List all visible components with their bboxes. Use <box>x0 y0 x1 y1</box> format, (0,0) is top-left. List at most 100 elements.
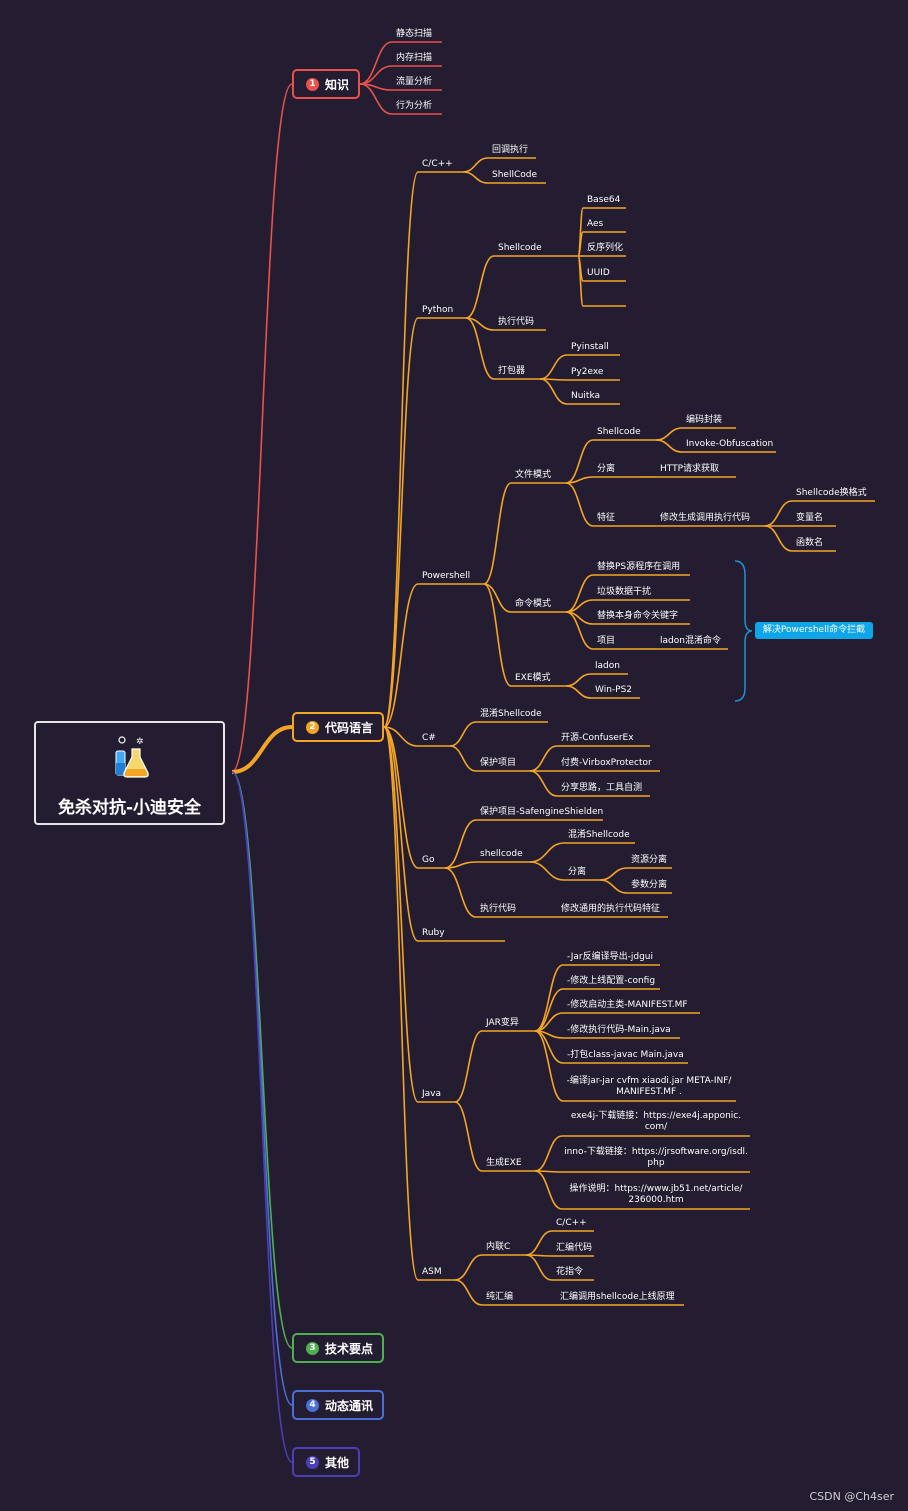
svg-text:✲: ✲ <box>136 737 144 747</box>
python-shellcode-item[interactable]: UUID <box>587 268 610 278</box>
csharp-protect[interactable]: 保护项目 <box>480 758 517 768</box>
asm-inline-item[interactable]: C/C++ <box>556 1218 587 1228</box>
java-exe-item[interactable]: exe4j-下载链接：https://exe4j.apponic. com/ <box>570 1111 742 1132</box>
edge <box>539 354 568 380</box>
ps-file-feature-item[interactable]: 变量名 <box>796 513 824 523</box>
go-exec[interactable]: 执行代码 <box>480 904 517 914</box>
edge <box>231 771 293 1349</box>
edge <box>534 1135 563 1172</box>
lang-cpp[interactable]: C/C++ <box>422 159 453 169</box>
cpp-item[interactable]: 回调执行 <box>492 145 529 155</box>
python-packer-item[interactable]: Pyinstall <box>571 342 609 352</box>
ps-file-feature-item[interactable]: 函数名 <box>796 538 824 548</box>
ps-file-shellcode-item[interactable]: 编码封装 <box>686 415 723 425</box>
ps-cmd-item[interactable]: 替换PS源程序在调用 <box>597 562 681 572</box>
lang-ruby[interactable]: Ruby <box>422 928 445 938</box>
ps-file-separate[interactable]: 分离 <box>597 464 616 474</box>
knowledge-item[interactable]: 静态扫描 <box>396 29 433 39</box>
powershell-callout[interactable]: 解决Powershell命令拦截 <box>755 622 873 639</box>
go-separate-item[interactable]: 参数分离 <box>631 880 668 890</box>
python-shellcode-item[interactable]: Aes <box>587 219 604 229</box>
java-jar-item[interactable]: -修改执行代码-Main.java <box>567 1025 671 1035</box>
edge <box>525 1230 553 1256</box>
edge <box>577 255 584 307</box>
ps-file-shellcode-item[interactable]: Invoke-Obfuscation <box>686 439 774 449</box>
ps-exe-item[interactable]: ladon <box>595 661 620 671</box>
java-jar-item[interactable]: -编译jar-jar cvfm xiaodi.jar META-INF/ MAN… <box>566 1076 732 1097</box>
ps-file-mode[interactable]: 文件模式 <box>515 470 552 480</box>
python-packer[interactable]: 打包器 <box>498 366 526 376</box>
edge <box>565 611 594 650</box>
go-separate[interactable]: 分离 <box>568 867 587 877</box>
knowledge-item[interactable]: 内存扫描 <box>396 53 433 63</box>
asm-pure-item[interactable]: 汇编调用shellcode上线原理 <box>560 1292 675 1302</box>
lang-csharp[interactable]: C# <box>422 733 436 743</box>
edge <box>655 427 683 441</box>
asm-pure[interactable]: 纯汇编 <box>486 1292 514 1302</box>
csharp-protect-item[interactable]: 付费-VirboxProtector <box>561 758 652 768</box>
ps-file-feature[interactable]: 特征 <box>597 513 616 523</box>
python-shellcode-item[interactable]: Base64 <box>587 195 621 205</box>
lang-python[interactable]: Python <box>422 305 454 315</box>
java-exe[interactable]: 生成EXE <box>486 1158 522 1168</box>
edge <box>449 745 477 772</box>
edge <box>444 861 477 869</box>
ps-cmd-item[interactable]: 替换本身命令关键字 <box>597 611 679 621</box>
python-packer-item[interactable]: Nuitka <box>571 391 601 401</box>
callout-bracket <box>734 560 753 702</box>
ps-cmd-project[interactable]: 项目 <box>597 636 616 646</box>
lang-go[interactable]: Go <box>422 855 435 865</box>
java-exe-item[interactable]: inno-下载链接：https://jrsoftware.org/isdl. p… <box>564 1147 748 1168</box>
root-node[interactable]: ✲ 免杀对抗-小迪安全 <box>34 721 225 825</box>
python-exec[interactable]: 执行代码 <box>498 317 535 327</box>
ps-file-separate-item[interactable]: HTTP请求获取 <box>660 464 720 474</box>
go-shellcode-obf[interactable]: 混淆Shellcode <box>568 830 630 840</box>
java-jar-item[interactable]: -Jar反编译导出-jdgui <box>567 952 653 962</box>
edge <box>383 726 419 747</box>
ps-cmd-mode[interactable]: 命令模式 <box>515 599 552 609</box>
ps-file-feature-sub[interactable]: 修改生成调用执行代码 <box>660 513 751 523</box>
asm-inline-item[interactable]: 汇编代码 <box>556 1243 593 1253</box>
go-exec-item[interactable]: 修改通用的执行代码特征 <box>561 904 661 914</box>
java-jar[interactable]: JAR变异 <box>486 1018 519 1028</box>
csharp-protect-item[interactable]: 开源-ConfuserEx <box>561 733 634 743</box>
knowledge-item[interactable]: 行为分析 <box>396 101 433 111</box>
edge <box>483 583 512 687</box>
asm-inline-item[interactable]: 花指令 <box>556 1267 584 1277</box>
python-shellcode-item[interactable]: 反序列化 <box>587 243 624 253</box>
edge <box>764 525 793 552</box>
ps-cmd-item[interactable]: 垃圾数据干扰 <box>597 587 652 597</box>
go-separate-item[interactable]: 资源分离 <box>631 855 668 865</box>
edge <box>383 726 419 1281</box>
asm-inline[interactable]: 内联C <box>486 1242 511 1252</box>
ps-exe-item[interactable]: Win-PS2 <box>595 685 633 695</box>
csharp-protect-item[interactable]: 分享思路，工具自测 <box>561 783 643 793</box>
csharp-obf[interactable]: 混淆Shellcode <box>480 709 542 719</box>
ps-file-shellcode[interactable]: Shellcode <box>597 427 641 437</box>
ps-file-feature-item[interactable]: Shellcode换格式 <box>796 488 867 498</box>
go-shellcode[interactable]: shellcode <box>480 849 523 859</box>
lang-java[interactable]: Java <box>422 1089 442 1099</box>
edge <box>539 378 568 405</box>
edge <box>444 819 477 869</box>
watermark: CSDN @Ch4ser <box>809 1490 894 1503</box>
go-protect[interactable]: 保护项目-SafengineShielden <box>480 807 604 817</box>
edge <box>231 771 293 1406</box>
java-jar-item[interactable]: -修改上线配置-config <box>567 976 656 986</box>
python-shellcode[interactable]: Shellcode <box>498 243 542 253</box>
python-packer-item[interactable]: Py2exe <box>571 367 604 377</box>
ps-cmd-project-item[interactable]: ladon混淆命令 <box>660 636 721 646</box>
lang-asm[interactable]: ASM <box>422 1267 442 1277</box>
edge <box>565 685 592 699</box>
edge <box>529 842 565 863</box>
edge <box>565 439 594 484</box>
knowledge-item[interactable]: 流量分析 <box>396 77 433 87</box>
root-title: 免杀对抗-小迪安全 <box>57 798 202 818</box>
java-jar-item[interactable]: -修改启动主类-MANIFEST.MF <box>567 1000 688 1010</box>
cpp-item[interactable]: ShellCode <box>492 170 537 180</box>
ps-exe-mode[interactable]: EXE模式 <box>515 673 551 683</box>
lang-powershell[interactable]: Powershell <box>422 571 471 581</box>
java-exe-item[interactable]: 操作说明：https://www.jb51.net/article/ 23600… <box>569 1184 743 1205</box>
java-jar-item[interactable]: -打包class-javac Main.java <box>567 1050 684 1060</box>
